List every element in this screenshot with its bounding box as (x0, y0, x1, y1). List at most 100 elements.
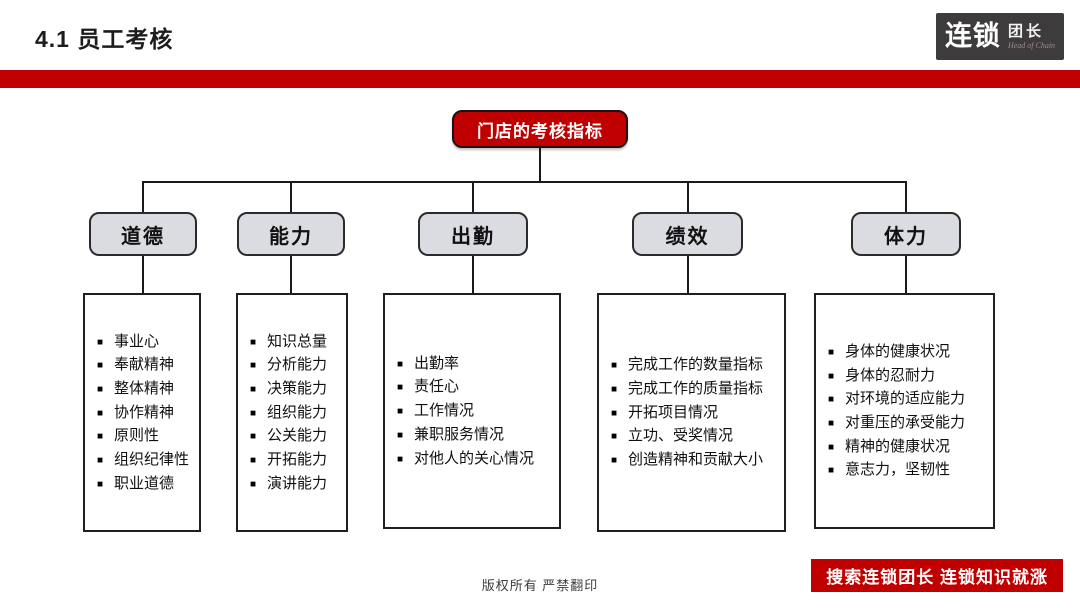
bullet-square-icon: ■ (250, 360, 257, 372)
list-item-label: 身体的健康状况 (845, 342, 951, 360)
bullet-square-icon: ■ (250, 455, 257, 467)
list-item: ■ 对重压的承受能力 (828, 411, 989, 435)
brand-logo: 连锁 团长 Head of Chain (936, 13, 1064, 60)
list-item-label: 对环境的适应能力 (845, 390, 966, 408)
connector-line (472, 181, 474, 212)
category-node-jixiao: 绩效 (632, 212, 743, 256)
list-item-label: 兼职服务情况 (414, 425, 505, 443)
bullet-square-icon: ■ (611, 455, 618, 467)
bullet-square-icon: ■ (97, 336, 104, 348)
list-box-jixiao: ■ 完成工作的数量指标 ■ 完成工作的质量指标 ■ 开拓项目情况 ■立功、受奖情况 ■… (597, 293, 786, 532)
bullet-square-icon: ■ (97, 455, 104, 467)
list-item-label: 组织纪律性 (114, 451, 190, 469)
list-item: ■ 责任心 (397, 375, 555, 399)
list-item: ■奉献精神 (97, 353, 195, 377)
list-item: ■公关能力 (250, 424, 342, 448)
bullet-square-icon: ■ (250, 431, 257, 443)
list-item: ■ 对他人的关心情况 (397, 447, 555, 471)
category-node-chuqin: 出勤 (418, 212, 528, 256)
category-node-nengli: 能力 (237, 212, 345, 256)
list-item: ■立功、受奖情况 (611, 424, 780, 448)
list-item: ■整体精神 (97, 377, 195, 401)
list-item-label: 奉献精神 (114, 356, 175, 374)
list-item-label: 开拓能力 (267, 451, 328, 469)
list-item: ■ 精神的健康状况 (828, 435, 989, 459)
list-box-nengli: ■ 知识总量 ■ 分析能力 ■决策能力 ■ 组织能力 ■公关能力 ■ 开拓能力 ■ 演讲能… (236, 293, 348, 532)
list-item: ■ 创造精神和贡献大小 (611, 448, 780, 472)
logo-main-text: 连锁 (944, 21, 1001, 51)
connector-line (472, 256, 474, 293)
list-item: ■ 组织能力 (250, 401, 342, 425)
list-item-label: 对他人的关心情况 (414, 449, 535, 467)
list-item-label: 事业心 (114, 332, 160, 350)
bullet-square-icon: ■ (611, 431, 618, 443)
bullet-square-icon: ■ (97, 478, 104, 490)
list-item-label: 意志力，坚韧性 (845, 461, 951, 479)
list-item-label: 创造精神和贡献大小 (628, 451, 764, 469)
list-item-label: 出勤率 (414, 354, 460, 372)
bullet-square-icon: ■ (397, 429, 404, 441)
list-item: ■决策能力 (250, 377, 342, 401)
list-item: ■ 兼职服务情况 (397, 423, 555, 447)
header: 4.1 员工考核 连锁 团长 Head of Chain (0, 0, 1080, 70)
logo-sub-text: 团长 (1007, 22, 1044, 40)
list-item: ■ 事业心 (97, 330, 195, 354)
list-item-label: 协作精神 (114, 403, 175, 421)
connector-line (142, 181, 144, 212)
list-item-label: 精神的健康状况 (845, 437, 951, 455)
list-item-label: 组织能力 (267, 403, 328, 421)
list-item: ■身体的忍耐力 (828, 364, 989, 388)
bullet-square-icon: ■ (97, 383, 104, 395)
list-item: ■ 对环境的适应能力 (828, 387, 989, 411)
list-item-label: 知识总量 (267, 332, 328, 350)
list-item: ■ 协作精神 (97, 401, 195, 425)
bullet-square-icon: ■ (97, 431, 104, 443)
bullet-square-icon: ■ (397, 453, 404, 465)
list-box-tili: ■身体的健康状况 ■身体的忍耐力 ■对环境的适应能力 ■对重压的承受能力 ■精神… (814, 293, 995, 529)
bullet-square-icon: ■ (828, 394, 835, 406)
list-item: ■ 完成工作的质量指标 (611, 377, 780, 401)
list-item: ■ 意志力，坚韧性 (828, 458, 989, 482)
copyright-text: 版权所有 严禁翻印 (481, 578, 599, 593)
list-item-label: 决策能力 (267, 379, 328, 397)
list-item: ■ 组织纪律性 (97, 448, 195, 472)
bullet-square-icon: ■ (97, 407, 104, 419)
bullet-square-icon: ■ (611, 407, 618, 419)
connector-line (142, 256, 144, 293)
list-item-label: 完成工作的数量指标 (628, 356, 764, 374)
bullet-square-icon: ■ (397, 358, 404, 370)
list-item: ■ 出勤率 (397, 352, 555, 376)
list-item: ■身体的健康状况 (828, 340, 989, 364)
list-item-label: 完成工作的质量指标 (628, 379, 764, 397)
bullet-square-icon: ■ (397, 382, 404, 394)
list-item-label: 开拓项目情况 (628, 403, 719, 421)
list-item-label: 身体的忍耐力 (845, 366, 936, 384)
bullet-square-icon: ■ (250, 478, 257, 490)
list-item: ■工作情况 (397, 399, 555, 423)
bullet-square-icon: ■ (611, 360, 618, 372)
bullet-square-icon: ■ (828, 465, 835, 477)
list-item-label: 责任心 (414, 378, 460, 396)
connector-line (539, 148, 541, 182)
list-item: ■ 演讲能力 (250, 472, 342, 496)
bullet-square-icon: ■ (611, 383, 618, 395)
list-item-label: 分析能力 (267, 356, 328, 374)
logo-right-block: 团长 Head of Chain (1008, 24, 1055, 50)
list-item: ■ 职业道德 (97, 472, 195, 496)
bullet-square-icon: ■ (828, 418, 835, 429)
list-item: ■ 开拓项目情况 (611, 401, 780, 425)
list-item-label: 对重压的承受能力 (845, 414, 966, 431)
connector-line (687, 256, 689, 293)
list-item: ■ 分析能力 (250, 353, 342, 377)
category-node-tili: 体力 (851, 212, 961, 256)
list-item-label: 演讲能力 (267, 474, 328, 492)
list-item: ■ 开拓能力 (250, 448, 342, 472)
list-item-label: 职业道德 (114, 474, 175, 492)
bullet-square-icon: ■ (828, 441, 835, 453)
connector-line (290, 181, 292, 212)
list-item-label: 原则性 (114, 427, 160, 445)
promo-banner: 搜索连锁团长 连锁知识就涨 (811, 559, 1063, 592)
root-node: 门店的考核指标 (452, 110, 628, 148)
bullet-square-icon: ■ (250, 407, 257, 419)
